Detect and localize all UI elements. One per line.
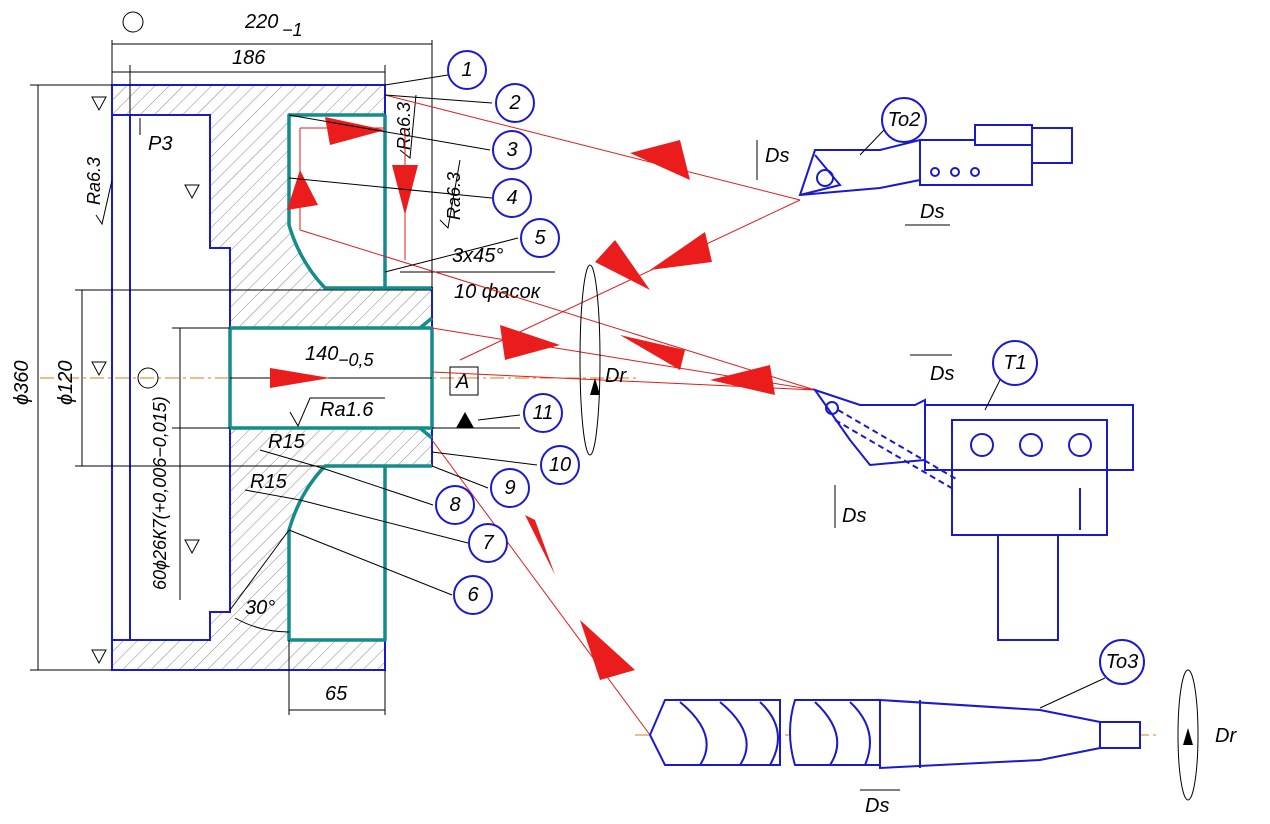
dim-360: ϕ360	[11, 361, 33, 406]
tool-to2-label: To2	[888, 109, 921, 131]
arrow-10	[287, 170, 318, 210]
dim-r15-a: R15	[268, 431, 306, 453]
callout-5: 5	[520, 218, 560, 258]
svg-text:9: 9	[504, 477, 515, 499]
arrow-7	[525, 515, 555, 575]
arrow-5	[620, 335, 685, 370]
ra-right: Ra6.3	[444, 172, 464, 220]
upper-groove	[289, 115, 385, 288]
arrow-12	[270, 368, 330, 388]
dim-120: ϕ120	[55, 361, 77, 406]
callout-6: 6	[453, 575, 493, 615]
svg-text:8: 8	[449, 494, 460, 516]
datum-p3: P3	[148, 133, 172, 155]
arrow-11	[392, 165, 418, 215]
callout-8: 8	[435, 485, 475, 525]
callout-11: 11	[523, 393, 563, 433]
dim-220: 220	[244, 11, 278, 33]
callouts: 1 2 3 4 5 6 7 8 9 10 11	[288, 50, 580, 615]
callout-2: 2	[495, 83, 535, 123]
callout-3: 3	[492, 130, 532, 170]
svg-text:5: 5	[534, 227, 546, 249]
dim-65: 65	[325, 683, 348, 705]
svg-text:3: 3	[506, 139, 517, 161]
rotation-dr: Dr	[605, 365, 627, 387]
to2-feed-ds: Ds	[765, 145, 789, 167]
ra-bore: Ra1.6	[320, 399, 374, 421]
t1-feed-ds-v: Ds	[842, 505, 866, 527]
dim-140: 140	[305, 343, 338, 365]
dim-r15-b: R15	[250, 471, 288, 493]
workpiece-rotation: Dr	[579, 264, 627, 456]
tool-to2: To2 Ds Ds	[756, 97, 1073, 226]
dim-30deg: 30°	[245, 597, 275, 619]
svg-text:1: 1	[461, 59, 472, 81]
arrow-3	[595, 240, 650, 290]
ra-groove: Ra6.3	[394, 102, 414, 150]
dim-186: 186	[232, 47, 266, 69]
arrow-1	[630, 140, 690, 180]
svg-text:2: 2	[508, 92, 520, 114]
tool-t1: T1 Ds Ds	[812, 340, 1134, 641]
tool-paths	[270, 94, 816, 736]
to3-rotation-dr: Dr	[1215, 725, 1237, 747]
tool-to3: To3 Ds Dr	[648, 639, 1237, 817]
t1-feed-ds-h: Ds	[930, 363, 954, 385]
tool-to3-label: To3	[1106, 651, 1139, 673]
svg-text:11: 11	[533, 402, 554, 424]
arrow-2	[650, 232, 712, 270]
to2-feed-ds2: Ds	[920, 201, 944, 223]
dimensions: 220 −1 186 ϕ360 ϕ120 60ϕ26К7(+0,006−0,01…	[11, 11, 555, 715]
arrow-4	[500, 325, 560, 360]
dim-140-tol: −0,5	[338, 350, 375, 370]
svg-text:7: 7	[482, 532, 494, 554]
callout-9: 9	[490, 468, 530, 508]
dim-220-tol: −1	[282, 20, 303, 40]
svg-text:10: 10	[549, 454, 571, 476]
callout-1: 1	[447, 50, 487, 90]
svg-text:4: 4	[506, 187, 517, 209]
datum-a: A	[455, 371, 469, 393]
tool-t1-label: T1	[1003, 352, 1026, 374]
dim-chamfer: 3x45°	[452, 245, 503, 267]
arrow-6	[710, 365, 775, 395]
dim-holes: 60ϕ26К7(+0,006−0,015)	[150, 396, 170, 590]
roughness-marks: Ra6.3 Ra6.3 Ra6.3 Ra1.6	[84, 94, 464, 665]
svg-text:6: 6	[467, 584, 479, 606]
arrow-8	[580, 620, 635, 680]
callout-10: 10	[540, 445, 580, 485]
callout-7: 7	[468, 523, 508, 563]
lower-groove	[289, 466, 385, 640]
ra-left: Ra6.3	[84, 157, 104, 205]
callout-4: 4	[492, 178, 532, 218]
to3-feed-ds: Ds	[865, 795, 889, 817]
